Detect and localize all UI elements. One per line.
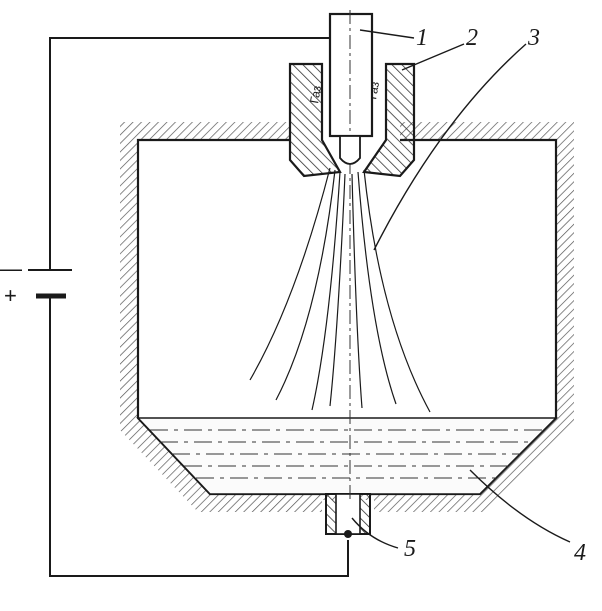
cathode-electrode (328, 10, 374, 500)
callout-1: 1 (416, 25, 428, 51)
bottom-electrode (325, 493, 371, 538)
plasma-nozzle (288, 62, 416, 178)
molten-bath (136, 417, 558, 495)
furnace-wall-hatching (120, 122, 574, 512)
callout-3: 3 (527, 25, 540, 51)
callout-2: 2 (466, 25, 478, 51)
positive-terminal-label: + (4, 283, 17, 308)
callout-4: 4 (574, 540, 586, 566)
circuit-wire (49, 37, 349, 577)
power-source (28, 269, 72, 299)
callout-leaders (351, 29, 571, 549)
gas-inlet-label-left: Газ (307, 84, 324, 105)
callout-5: 5 (404, 536, 416, 562)
negative-terminal-label: — (0, 256, 22, 281)
plasma-jet (249, 167, 431, 413)
bath-surface-lines (150, 429, 544, 479)
